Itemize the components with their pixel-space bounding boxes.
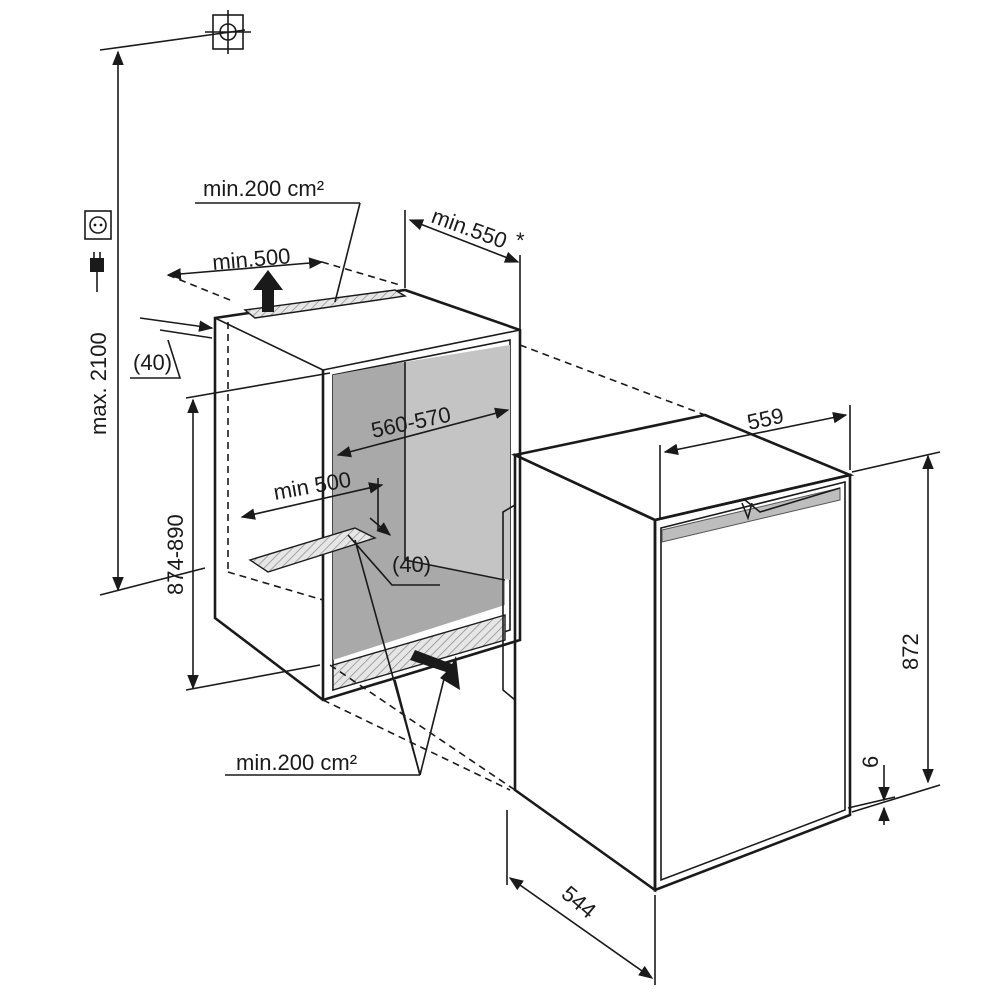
floor-ventilation-slot (248, 527, 377, 573)
max-height-label: max. 2100 (86, 332, 111, 435)
appliance-body (502, 413, 855, 893)
top-ventilation-slot (243, 289, 408, 319)
power-socket-icon (84, 210, 112, 240)
top-vent-area-label: min.200 cm² (203, 176, 324, 201)
bottom-gap-dimension: (40) (347, 517, 440, 586)
ceiling-reference-line (99, 29, 246, 51)
max-height-dimension: max. 2100 (86, 50, 206, 596)
niche-height-label: 874-890 (163, 514, 188, 595)
top-vent-length-dimension: min.500 (166, 243, 401, 301)
control-panel (661, 487, 841, 543)
appliance-height-dimension: 872 (851, 451, 941, 813)
top-gap-dimension: (40) (130, 317, 214, 379)
top-gap-label: (40) (133, 350, 172, 375)
plinth-gap-label: 6 (858, 756, 883, 768)
niche-height-dimension: 874-890 (163, 372, 331, 691)
top-vent-length-label: min.500 (211, 243, 291, 275)
depth-min-label: min.550 (428, 203, 510, 253)
bottom-airflow-arrow (410, 650, 460, 690)
power-plug-icon (90, 252, 104, 292)
plinth-gap-dimension: 6 (847, 756, 896, 825)
bottom-vent-area-label: min.200 cm² (236, 750, 357, 775)
top-airflow-arrow (253, 270, 283, 312)
top-vent-area-callout: min.200 cm² (195, 176, 361, 303)
projection-lines (322, 344, 706, 791)
bottom-gap-label: (40) (392, 552, 431, 577)
bottom-vent-area-callout: min.200 cm² (225, 539, 446, 776)
appliance-depth-label: 544 (557, 881, 601, 924)
appliance-height-label: 872 (898, 633, 923, 670)
depth-note-asterisk: * (516, 228, 525, 253)
appliance-width-label: 559 (745, 403, 786, 435)
